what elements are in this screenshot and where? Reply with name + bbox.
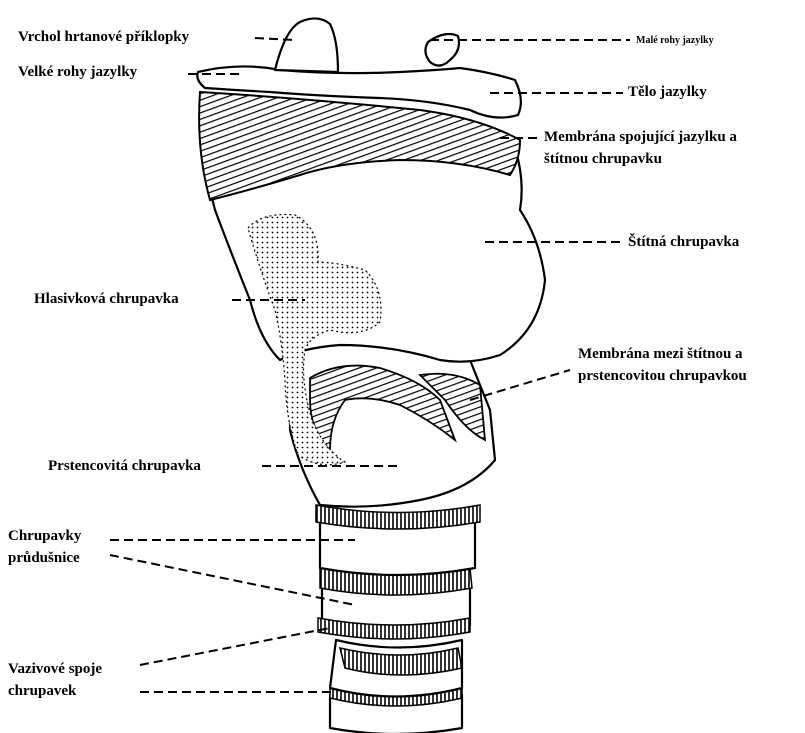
label-epiglottis-tip: Vrchol hrtanové příklopky (18, 28, 189, 47)
label-thyroid-cartilage: Štítná chrupavka (628, 233, 739, 252)
label-thyrohyoid-membrane-line1: Membrána spojující jazylku a (544, 128, 737, 147)
label-tracheal-cartilages-line1: Chrupavky (8, 527, 81, 546)
label-cricoid-cartilage: Prstencovitá chrupavka (48, 457, 201, 476)
label-cricothyroid-membrane-line2: prstencovitou chrupavkou (578, 367, 747, 386)
label-annular-ligaments-line1: Vazivové spoje (8, 660, 102, 679)
label-annular-ligaments-line2: chrupavek (8, 682, 76, 701)
label-thyrohyoid-membrane-line2: štítnou chrupavku (544, 150, 662, 169)
label-tracheal-cartilages-line2: průdušnice (8, 549, 80, 568)
label-greater-horns: Velké rohy jazylky (18, 63, 137, 82)
epiglottis (275, 18, 338, 72)
label-cricothyroid-membrane-line1: Membrána mezi štítnou a (578, 345, 743, 364)
label-arytenoid-cartilage: Hlasivková chrupavka (34, 290, 179, 309)
label-lesser-horns: Malé rohy jazylky (636, 35, 714, 47)
label-hyoid-body: Tělo jazylky (628, 83, 707, 102)
